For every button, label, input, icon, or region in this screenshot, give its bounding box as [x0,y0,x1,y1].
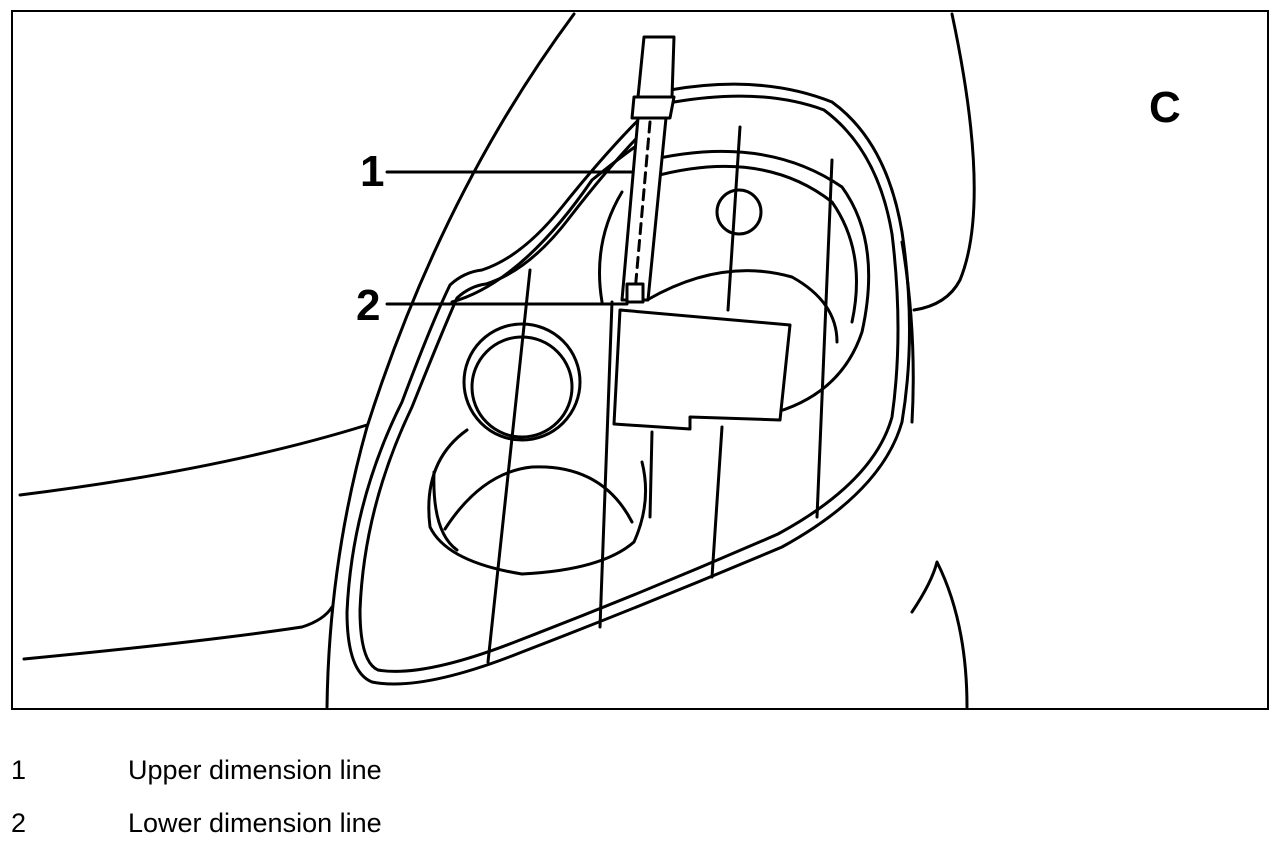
housing-edge-line [900,240,915,424]
panel-letter: C [1149,83,1181,132]
fender-line-left [325,12,576,708]
vertical-line-5 [710,425,724,579]
vertical-line-4 [815,158,834,519]
vertical-line-1 [486,268,532,664]
high-beam-reflector-outer [640,149,871,414]
vertical-line-2 [598,300,614,629]
reflector-left-curve [598,190,624,304]
vertical-line-6 [648,430,654,519]
fender-line-lower-right [910,560,969,708]
low-beam-lens-outer [462,322,582,442]
legend-number: 1 [11,755,27,785]
low-beam-reflector-inner [443,465,634,531]
fender-line-right [912,12,976,312]
gauge-tip [625,282,645,304]
housing-upper-curve [450,140,644,304]
gauge-rod [620,116,668,302]
callout-1: 1 [360,147,384,196]
body-line-left-lower [22,605,334,661]
gauge-scale [633,120,652,294]
headlight-diagram: 1 2 C [18,12,1181,708]
gauge-collar [630,95,676,120]
body-line-left-upper [18,423,369,497]
headlight-housing-inner [358,94,900,673]
gauge-handle [636,35,676,99]
low-beam-reflector [427,428,648,576]
high-beam-bulb-socket [715,188,763,236]
low-beam-reflector-rim [432,470,459,552]
high-beam-reflector-inner [650,164,858,324]
legend-number: 2 [11,808,27,838]
measuring-template [612,308,792,431]
headlight-housing-outer [345,82,911,686]
vertical-line-3 [726,125,742,312]
callout-2: 2 [356,281,380,330]
legend-description: Upper dimension line [128,755,382,785]
high-beam-dome [645,269,839,344]
legend-description: Lower dimension line [128,808,382,838]
diagram-frame: 1 2 C [11,10,1269,710]
